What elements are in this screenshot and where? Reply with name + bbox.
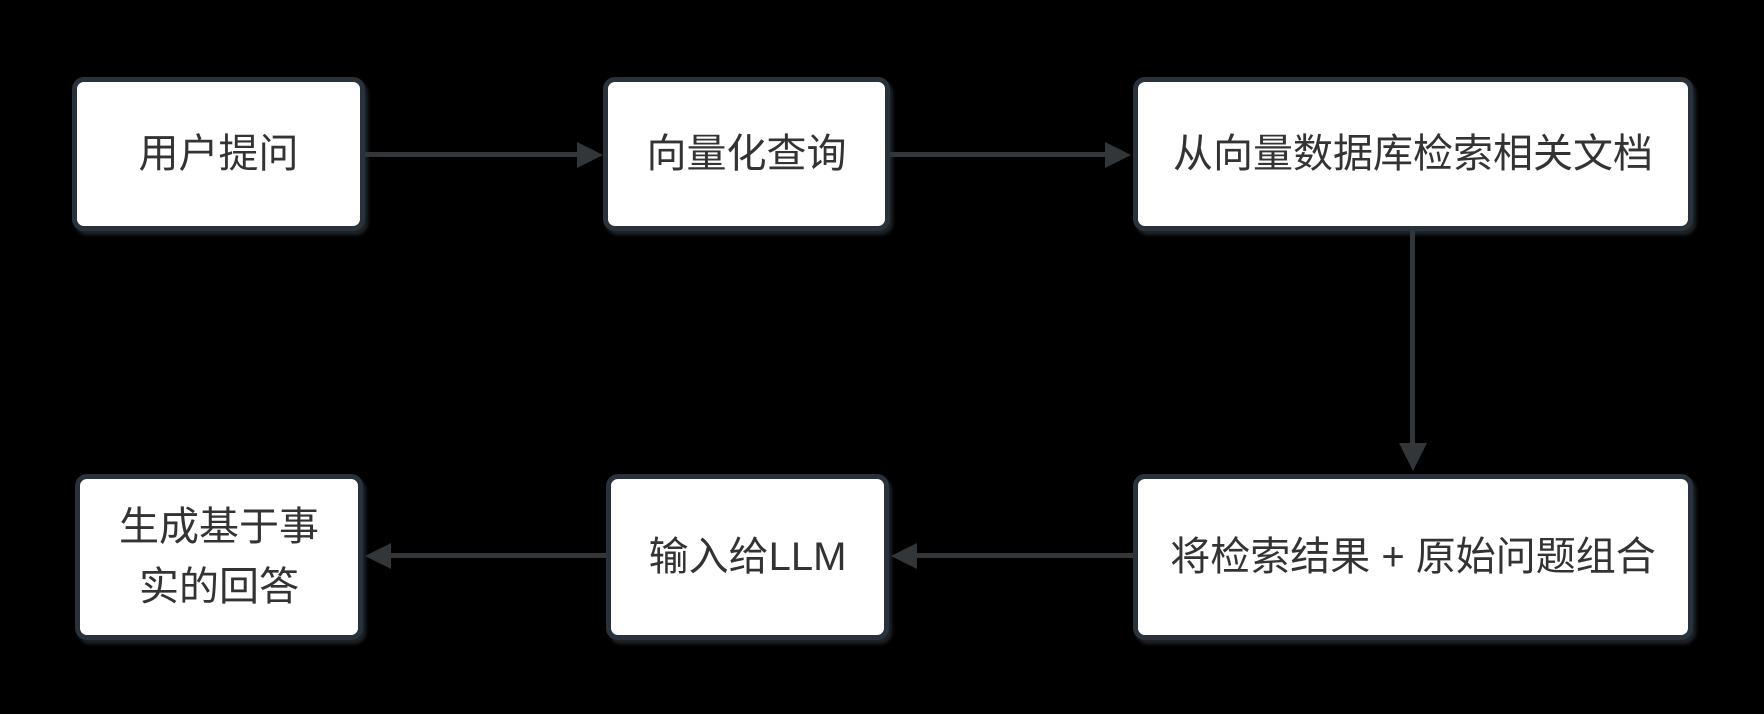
- arrow-right-icon: [1105, 142, 1131, 168]
- node-combine-results: 将检索结果 + 原始问题组合: [1133, 474, 1693, 640]
- arrow-down-icon: [1399, 443, 1427, 471]
- node-generate-answer-label: 生成基于事实的回答: [119, 505, 319, 609]
- arrow-left-icon: [365, 543, 391, 569]
- node-vectorize-query: 向量化查询: [603, 77, 890, 231]
- node-input-to-llm: 输入给LLM: [606, 474, 889, 640]
- node-combine-results-label: 将检索结果 + 原始问题组合: [1170, 535, 1656, 579]
- node-vectorize-query-label: 向量化查询: [646, 132, 847, 176]
- node-retrieve-docs-label: 从向量数据库检索相关文档: [1173, 132, 1653, 176]
- arrow-retrieve-docs-to-combine-results-line: [1410, 231, 1415, 443]
- node-user-question-label: 用户提问: [138, 132, 299, 176]
- arrow-left-icon: [891, 543, 917, 569]
- node-retrieve-docs: 从向量数据库检索相关文档: [1133, 77, 1693, 231]
- arrow-combine-results-to-input-to-llm-line: [917, 553, 1133, 558]
- arrow-right-icon: [577, 142, 603, 168]
- node-generate-answer: 生成基于事实的回答: [75, 474, 363, 640]
- node-input-to-llm-label: 输入给LLM: [648, 535, 847, 579]
- arrow-user-question-to-vectorize-query-line: [365, 152, 577, 157]
- arrow-vectorize-query-to-retrieve-docs-line: [890, 152, 1105, 157]
- node-user-question: 用户提问: [72, 77, 365, 231]
- arrow-input-to-llm-to-generate-answer-line: [391, 553, 606, 558]
